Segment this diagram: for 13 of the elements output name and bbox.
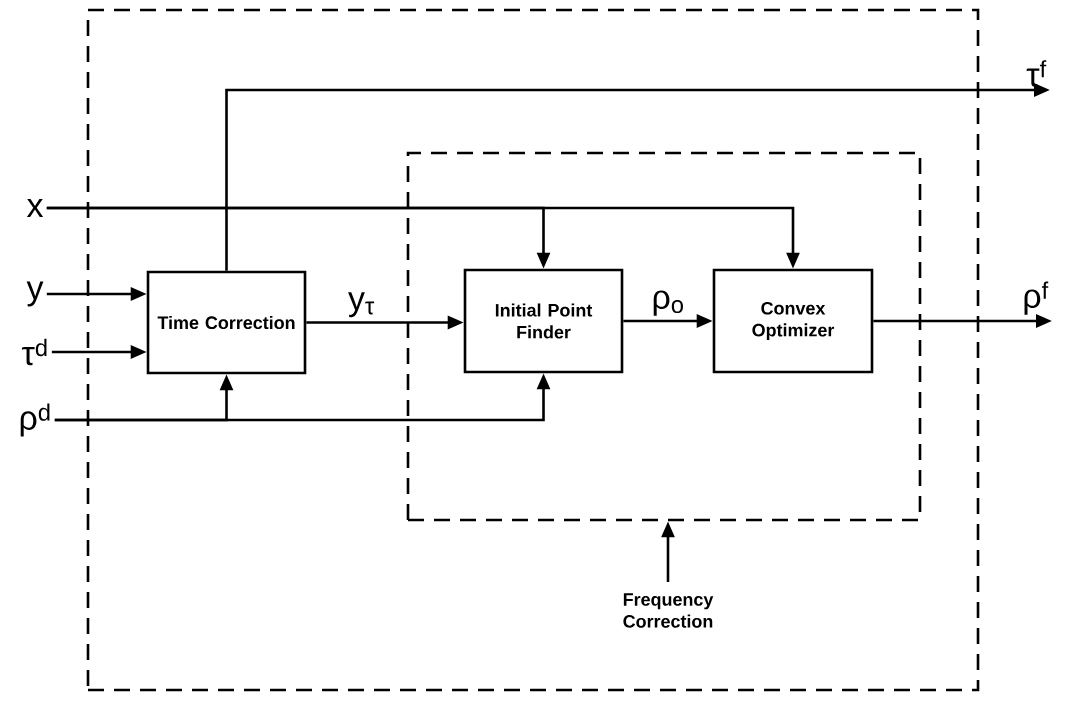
- system-boundary-box: [86, 8, 980, 692]
- process-box: Time Correction: [146, 270, 307, 375]
- edge-label: ρ$_{o}$: [650, 289, 686, 317]
- process-box: Convex Optimizer: [712, 268, 874, 374]
- signal-label: x: [26, 199, 44, 217]
- subsystem-boundary-box: [406, 151, 922, 522]
- signal-label: ρ$^{d}$: [20, 403, 50, 437]
- signal-label: ρ$^{f}$: [1024, 281, 1049, 315]
- signal-label: y: [26, 281, 44, 307]
- block-caption: Frequency Correction: [623, 593, 714, 628]
- signal-label: τ$^{d}$: [21, 338, 47, 366]
- edge-label: y$_{τ}$: [347, 291, 376, 319]
- process-box: Initial Point Finder: [463, 268, 624, 374]
